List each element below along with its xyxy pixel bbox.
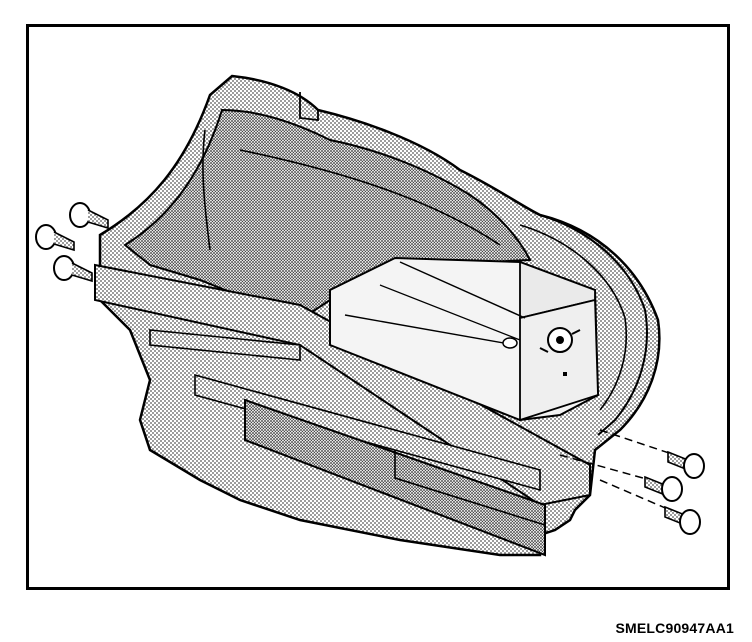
screw-icon: [667, 450, 705, 479]
lower-rail: [94, 263, 591, 557]
screw-icon: [35, 224, 75, 252]
screw-icon: [664, 505, 701, 535]
screw-icon: [644, 475, 683, 502]
left-screws: [35, 202, 109, 283]
right-screws: [559, 429, 705, 535]
latch-assembly: [329, 256, 600, 422]
screw-icon: [69, 202, 109, 230]
screw-icon: [53, 255, 93, 283]
figure-reference-code: SMELC90947AA1: [615, 620, 734, 636]
